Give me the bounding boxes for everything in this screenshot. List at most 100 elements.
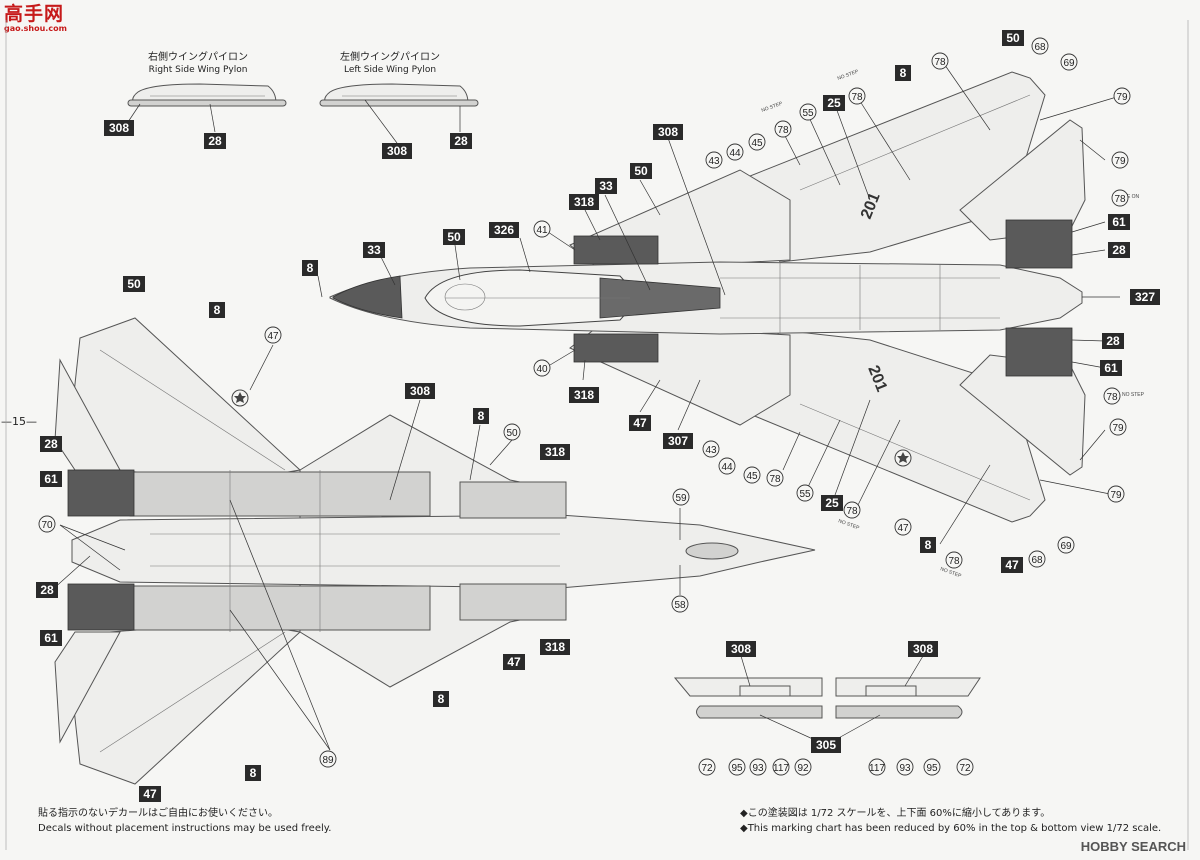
callout-circle-117: 117	[772, 758, 790, 776]
top-view-aircraft: 201 201 NO STEP NO STEP NO STEP USE ON N…	[329, 69, 1145, 580]
stencil-no-step-5: NO STEP	[939, 566, 962, 579]
callout-number: 8	[214, 303, 221, 317]
callout-number: 28	[1112, 243, 1126, 257]
callout-square-61: 61	[1100, 360, 1122, 376]
callout-square-bg	[726, 641, 756, 657]
callout-number: 50	[1006, 31, 1020, 45]
callout-square-308: 308	[653, 124, 683, 140]
callout-number: 45	[751, 138, 763, 149]
callout-number: 59	[675, 493, 687, 504]
callout-square-bg	[811, 737, 841, 753]
callout-circle-79: 79	[1113, 87, 1131, 105]
callout-square-28: 28	[450, 133, 472, 149]
callout-square-28: 28	[1108, 242, 1130, 258]
callout-circle-bg	[1111, 189, 1129, 207]
callout-square-bg	[363, 242, 385, 258]
callout-circle-bg	[1107, 485, 1125, 503]
callout-square-bg	[443, 229, 465, 245]
callout-circle-72: 72	[956, 758, 974, 776]
callout-circle-50: 50	[503, 423, 521, 441]
callout-circle-70: 70	[38, 515, 56, 533]
callout-square-bg	[1102, 333, 1124, 349]
callout-square-61: 61	[1108, 214, 1130, 230]
callout-number: 69	[1063, 58, 1075, 69]
callout-circle-79: 79	[1107, 485, 1125, 503]
callout-number: 45	[746, 471, 758, 482]
callout-number: 61	[44, 631, 58, 645]
callout-circle-bg	[698, 758, 716, 776]
callout-number: 78	[1114, 194, 1126, 205]
callout-square-bg	[473, 408, 489, 424]
callout-square-bg	[895, 65, 911, 81]
callout-number: 68	[1031, 555, 1043, 566]
callout-number: 93	[752, 763, 764, 774]
callout-square-bg	[204, 133, 226, 149]
footer-left-jp: 貼る指示のないデカールはご自由にお使いください。	[38, 808, 278, 819]
callout-square-25: 25	[821, 495, 843, 511]
callout-square-28: 28	[204, 133, 226, 149]
callout-number: 50	[127, 277, 141, 291]
callout-number: 61	[1112, 215, 1126, 229]
callout-circle-78: 78	[1111, 189, 1129, 207]
callout-number: 117	[773, 763, 789, 774]
callout-number: 308	[109, 121, 129, 135]
callout-number: 78	[934, 57, 946, 68]
callout-square-308: 308	[908, 641, 938, 657]
callout-number: 8	[925, 538, 932, 552]
callout-square-bg	[821, 495, 843, 511]
stencil-no-step-1: NO STEP	[837, 69, 860, 82]
callout-number: 55	[802, 108, 814, 119]
callout-square-bg	[629, 415, 651, 431]
callout-circle-45: 45	[748, 133, 766, 151]
callout-square-bg	[630, 163, 652, 179]
callout-square-bg	[40, 436, 62, 452]
callout-circle-44: 44	[718, 457, 736, 475]
left-wing-pylon	[319, 83, 479, 107]
footer-left-en: Decals without placement instructions ma…	[38, 823, 332, 834]
callout-number: 41	[536, 225, 548, 236]
callout-square-28: 28	[40, 436, 62, 452]
callout-number: 33	[599, 179, 613, 193]
callout-number: 78	[851, 92, 863, 103]
callout-square-bg	[1100, 360, 1122, 376]
callout-square-61: 61	[40, 471, 62, 487]
footer-right-jp: ◆この塗装図は 1/72 スケールを、上下面 60%に縮小してあります。	[740, 808, 1051, 819]
callout-circle-bg	[931, 52, 949, 70]
callout-number: 28	[208, 134, 222, 148]
callout-number: 89	[322, 755, 334, 766]
callout-number: 28	[1106, 334, 1120, 348]
callout-square-bg	[503, 654, 525, 670]
callout-circle-55: 55	[796, 484, 814, 502]
callout-square-bg	[653, 124, 683, 140]
footer-right: ◆この塗装図は 1/72 スケールを、上下面 60%に縮小してあります。 ◆Th…	[740, 806, 1161, 836]
callout-square-318: 318	[569, 387, 599, 403]
callout-circle-69: 69	[1057, 536, 1075, 554]
callout-number: 50	[634, 164, 648, 178]
callout-number: 78	[948, 556, 960, 567]
callout-square-25: 25	[823, 95, 845, 111]
callout-circle-bg	[896, 758, 914, 776]
callout-circle-78: 78	[774, 120, 792, 138]
callout-square-308: 308	[405, 383, 435, 399]
callout-number: 327	[1135, 290, 1155, 304]
callout-circle-117: 117	[868, 758, 886, 776]
callout-circle-bg	[743, 466, 761, 484]
callout-square-bg	[104, 120, 134, 136]
callout-square-50: 50	[630, 163, 652, 179]
callout-circle-bg	[726, 143, 744, 161]
footer-right-en: ◆This marking chart has been reduced by …	[740, 823, 1162, 834]
callout-circle-93: 93	[896, 758, 914, 776]
callout-number: 25	[827, 96, 841, 110]
callout-square-50: 50	[123, 276, 145, 292]
callout-square-8: 8	[302, 260, 318, 276]
callout-square-8: 8	[433, 691, 449, 707]
callout-square-bg	[302, 260, 318, 276]
site-logo[interactable]: 高手网 gao.shou.com	[4, 4, 67, 33]
callout-number: 79	[1116, 92, 1128, 103]
callout-circle-bg	[1111, 151, 1129, 169]
callout-square-8: 8	[895, 65, 911, 81]
pylon-right-en: Right Side Wing Pylon	[149, 65, 248, 75]
callout-circle-78: 78	[931, 52, 949, 70]
callout-circle-bg	[794, 758, 812, 776]
